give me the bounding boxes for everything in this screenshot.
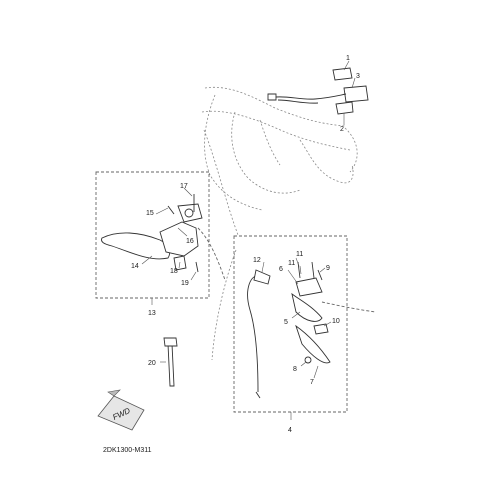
callout-15: 15 [146,210,154,217]
cable-tie [163,337,178,387]
callout-6: 6 [279,266,283,273]
callout-2: 2 [340,126,344,133]
handlebar-switch-assembly [267,67,369,115]
left-lever-group-box [95,171,210,299]
right-lever-group-box [233,235,348,413]
handlebar-ghost-outline [201,86,358,361]
callout-18: 18 [170,268,178,275]
callout-17: 17 [180,183,188,190]
callout-9: 9 [326,265,330,272]
callout-12: 12 [253,257,261,264]
callout-8: 8 [293,366,297,373]
callout-1: 1 [346,55,350,62]
fwd-direction-symbol: FWD [97,389,145,431]
callout-20: 20 [148,360,156,367]
callout-5: 5 [284,319,288,326]
callout-13: 13 [148,310,156,317]
callout-labels: 1 3 2 17 15 16 14 18 19 13 12 11 11 9 6 … [131,55,360,434]
callout-11-left: 11 [288,260,295,267]
callout-16: 16 [186,238,194,245]
callout-7: 7 [310,379,314,386]
left-lever-assembly [101,194,226,281]
callout-3: 3 [356,73,360,80]
callout-leaders [141,60,356,379]
callout-10: 10 [332,318,340,325]
diagram-code: 2DK1300-M311 [103,447,152,454]
callout-4: 4 [288,427,292,434]
callout-14: 14 [131,263,139,270]
callout-11-top: 11 [296,251,303,258]
right-lever-assembly [247,261,377,399]
callout-19: 19 [181,280,189,287]
